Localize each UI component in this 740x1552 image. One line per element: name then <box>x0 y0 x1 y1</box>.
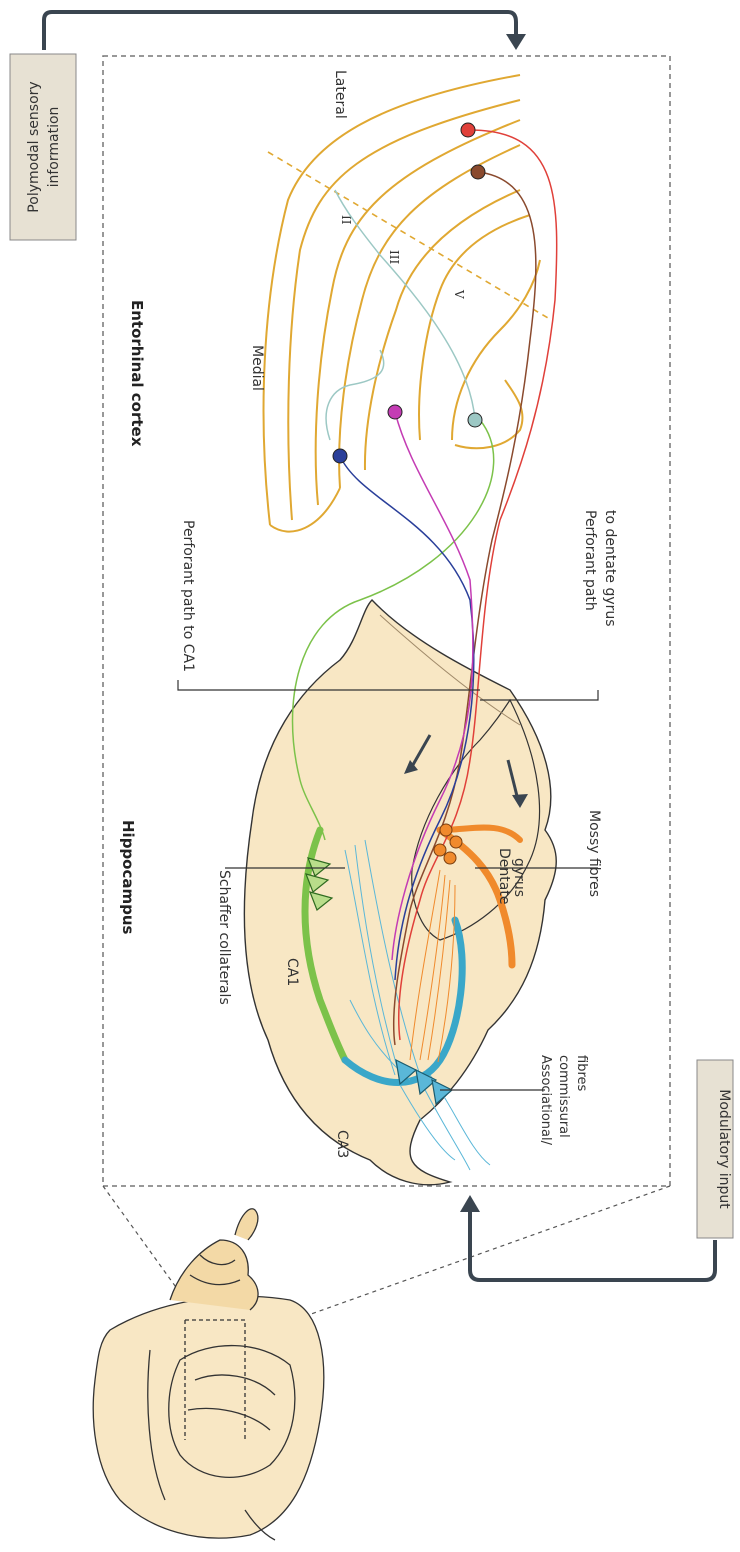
zoom-line-left <box>103 1186 178 1290</box>
polymodal-input-box: Polymodal sensory information <box>10 54 76 240</box>
neuron-lateral-brown <box>471 165 485 179</box>
schaffer-collaterals-label: Schaffer collaterals <box>216 870 232 1005</box>
polymodal-label-line1: Polymodal sensory <box>26 81 42 212</box>
neuron-medial-blue <box>333 449 347 463</box>
layer-iii-label: III <box>387 250 401 264</box>
layer-v-label: V <box>452 289 466 299</box>
perforant-path-ca1-label: Perforant path to CA1 <box>180 520 196 672</box>
hippocampus-title: Hippocampus <box>119 820 137 935</box>
polymodal-label-line2: information <box>46 107 62 188</box>
medial-label: Medial <box>249 345 265 391</box>
assoc-label-line3: fibres <box>574 1055 589 1091</box>
assoc-label-line2: commissural <box>556 1055 571 1138</box>
dentate-label-line2: gyrus <box>511 858 527 897</box>
neuron-medial-magenta <box>388 405 402 419</box>
assoc-label-line1: Associational/ <box>538 1055 553 1146</box>
lateral-label: Lateral <box>332 70 348 119</box>
perforant-fibre-grey <box>335 190 475 420</box>
entorhinal-cortex-title: Entorhinal cortex <box>128 300 146 447</box>
neuron-medial-grey <box>468 413 482 427</box>
ca3-label: CA3 <box>334 1130 350 1158</box>
modulatory-input-box: Modulatory input <box>697 1060 733 1238</box>
perforant-path-dg-label-line1: Perforant path <box>582 510 598 611</box>
neuron-lateral-red <box>461 123 475 137</box>
perforant-path-dg-label-line2: to dentate gyrus <box>602 510 618 627</box>
entorhinal-cortex-layers <box>264 75 540 532</box>
mossy-fibres-label: Mossy fibres <box>586 810 602 897</box>
ca1-label: CA1 <box>284 958 300 986</box>
brain-illustration <box>93 1209 323 1540</box>
polymodal-arrow <box>44 12 526 50</box>
modulatory-label: Modulatory input <box>716 1089 732 1209</box>
dentate-label-line1: Dentate <box>496 848 512 904</box>
modulatory-arrow <box>460 1195 715 1280</box>
zoom-line-right <box>300 1186 670 1318</box>
